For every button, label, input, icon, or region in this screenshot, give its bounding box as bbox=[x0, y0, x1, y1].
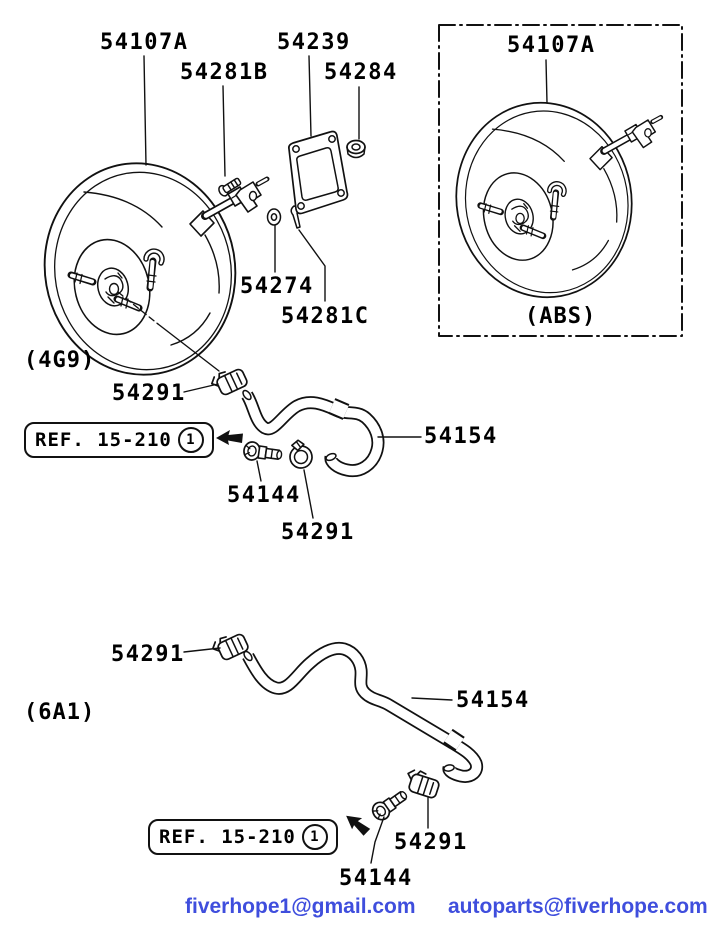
abs-variant-frame bbox=[438, 24, 683, 337]
part-label-clamp-bottom-left: 54291 bbox=[111, 642, 185, 667]
engine-code-6a1: (6A1) bbox=[24, 700, 96, 725]
hose-clamp-54291-bottom-right-drawing bbox=[402, 766, 443, 800]
vacuum-hose-54154-6a1-drawing bbox=[242, 641, 484, 783]
part-label-bolt: 54281B bbox=[180, 60, 269, 85]
ref-badge-circle-1: 1 bbox=[177, 427, 204, 453]
ref-15-210-box-mid[interactable]: REF. 15-210 1 bbox=[24, 422, 214, 458]
ref-text: REF. 15-210 bbox=[35, 429, 172, 451]
part-label-hose-bottom: 54154 bbox=[456, 688, 530, 713]
washer-54274-drawing bbox=[266, 208, 282, 226]
part-label-fitting-bottom: 54144 bbox=[339, 866, 413, 891]
footer-email-autoparts[interactable]: autoparts@fiverhope.com bbox=[448, 895, 708, 918]
footer-email-gmail[interactable]: fiverhope1@gmail.com bbox=[185, 895, 416, 918]
part-label-pin: 54281C bbox=[281, 304, 370, 329]
gasket-54239-drawing bbox=[287, 130, 349, 215]
part-label-hose-mid: 54154 bbox=[424, 424, 498, 449]
nut-54284-drawing bbox=[346, 139, 366, 159]
engine-code-4g9: (4G9) bbox=[24, 348, 96, 373]
ref-15-210-box-bottom[interactable]: REF. 15-210 1 bbox=[148, 819, 338, 855]
brake-booster-abs-drawing bbox=[441, 89, 661, 311]
vacuum-hose-54154-4g9-drawing bbox=[241, 389, 385, 478]
hose-clamp-54291-bottom-left-drawing bbox=[209, 628, 251, 665]
part-label-clamp-top: 54291 bbox=[112, 381, 186, 406]
bolt-54281b-drawing bbox=[218, 177, 242, 197]
part-label-gasket: 54239 bbox=[277, 30, 351, 55]
part-label-fitting-mid: 54144 bbox=[227, 483, 301, 508]
part-label-clamp-bottom-right: 54291 bbox=[394, 830, 468, 855]
hose-clamp-54291-mid-drawing bbox=[286, 437, 315, 471]
ref-badge-circle-1: 1 bbox=[301, 824, 328, 850]
part-label-nut: 54284 bbox=[324, 60, 398, 85]
ref-arrow-mid-icon bbox=[215, 429, 244, 446]
ref-text: REF. 15-210 bbox=[159, 826, 296, 848]
fitting-54144-bottom-drawing bbox=[368, 785, 412, 824]
part-label-clamp-mid: 54291 bbox=[281, 520, 355, 545]
ref-arrow-bottom-icon bbox=[341, 808, 374, 839]
part-label-washer: 54274 bbox=[240, 274, 314, 299]
leader-lines bbox=[117, 55, 548, 864]
part-label-booster-right: 54107A bbox=[507, 33, 596, 58]
abs-caption: (ABS) bbox=[525, 304, 597, 329]
fitting-54144-mid-drawing bbox=[241, 440, 284, 465]
part-label-booster-left: 54107A bbox=[100, 30, 189, 55]
